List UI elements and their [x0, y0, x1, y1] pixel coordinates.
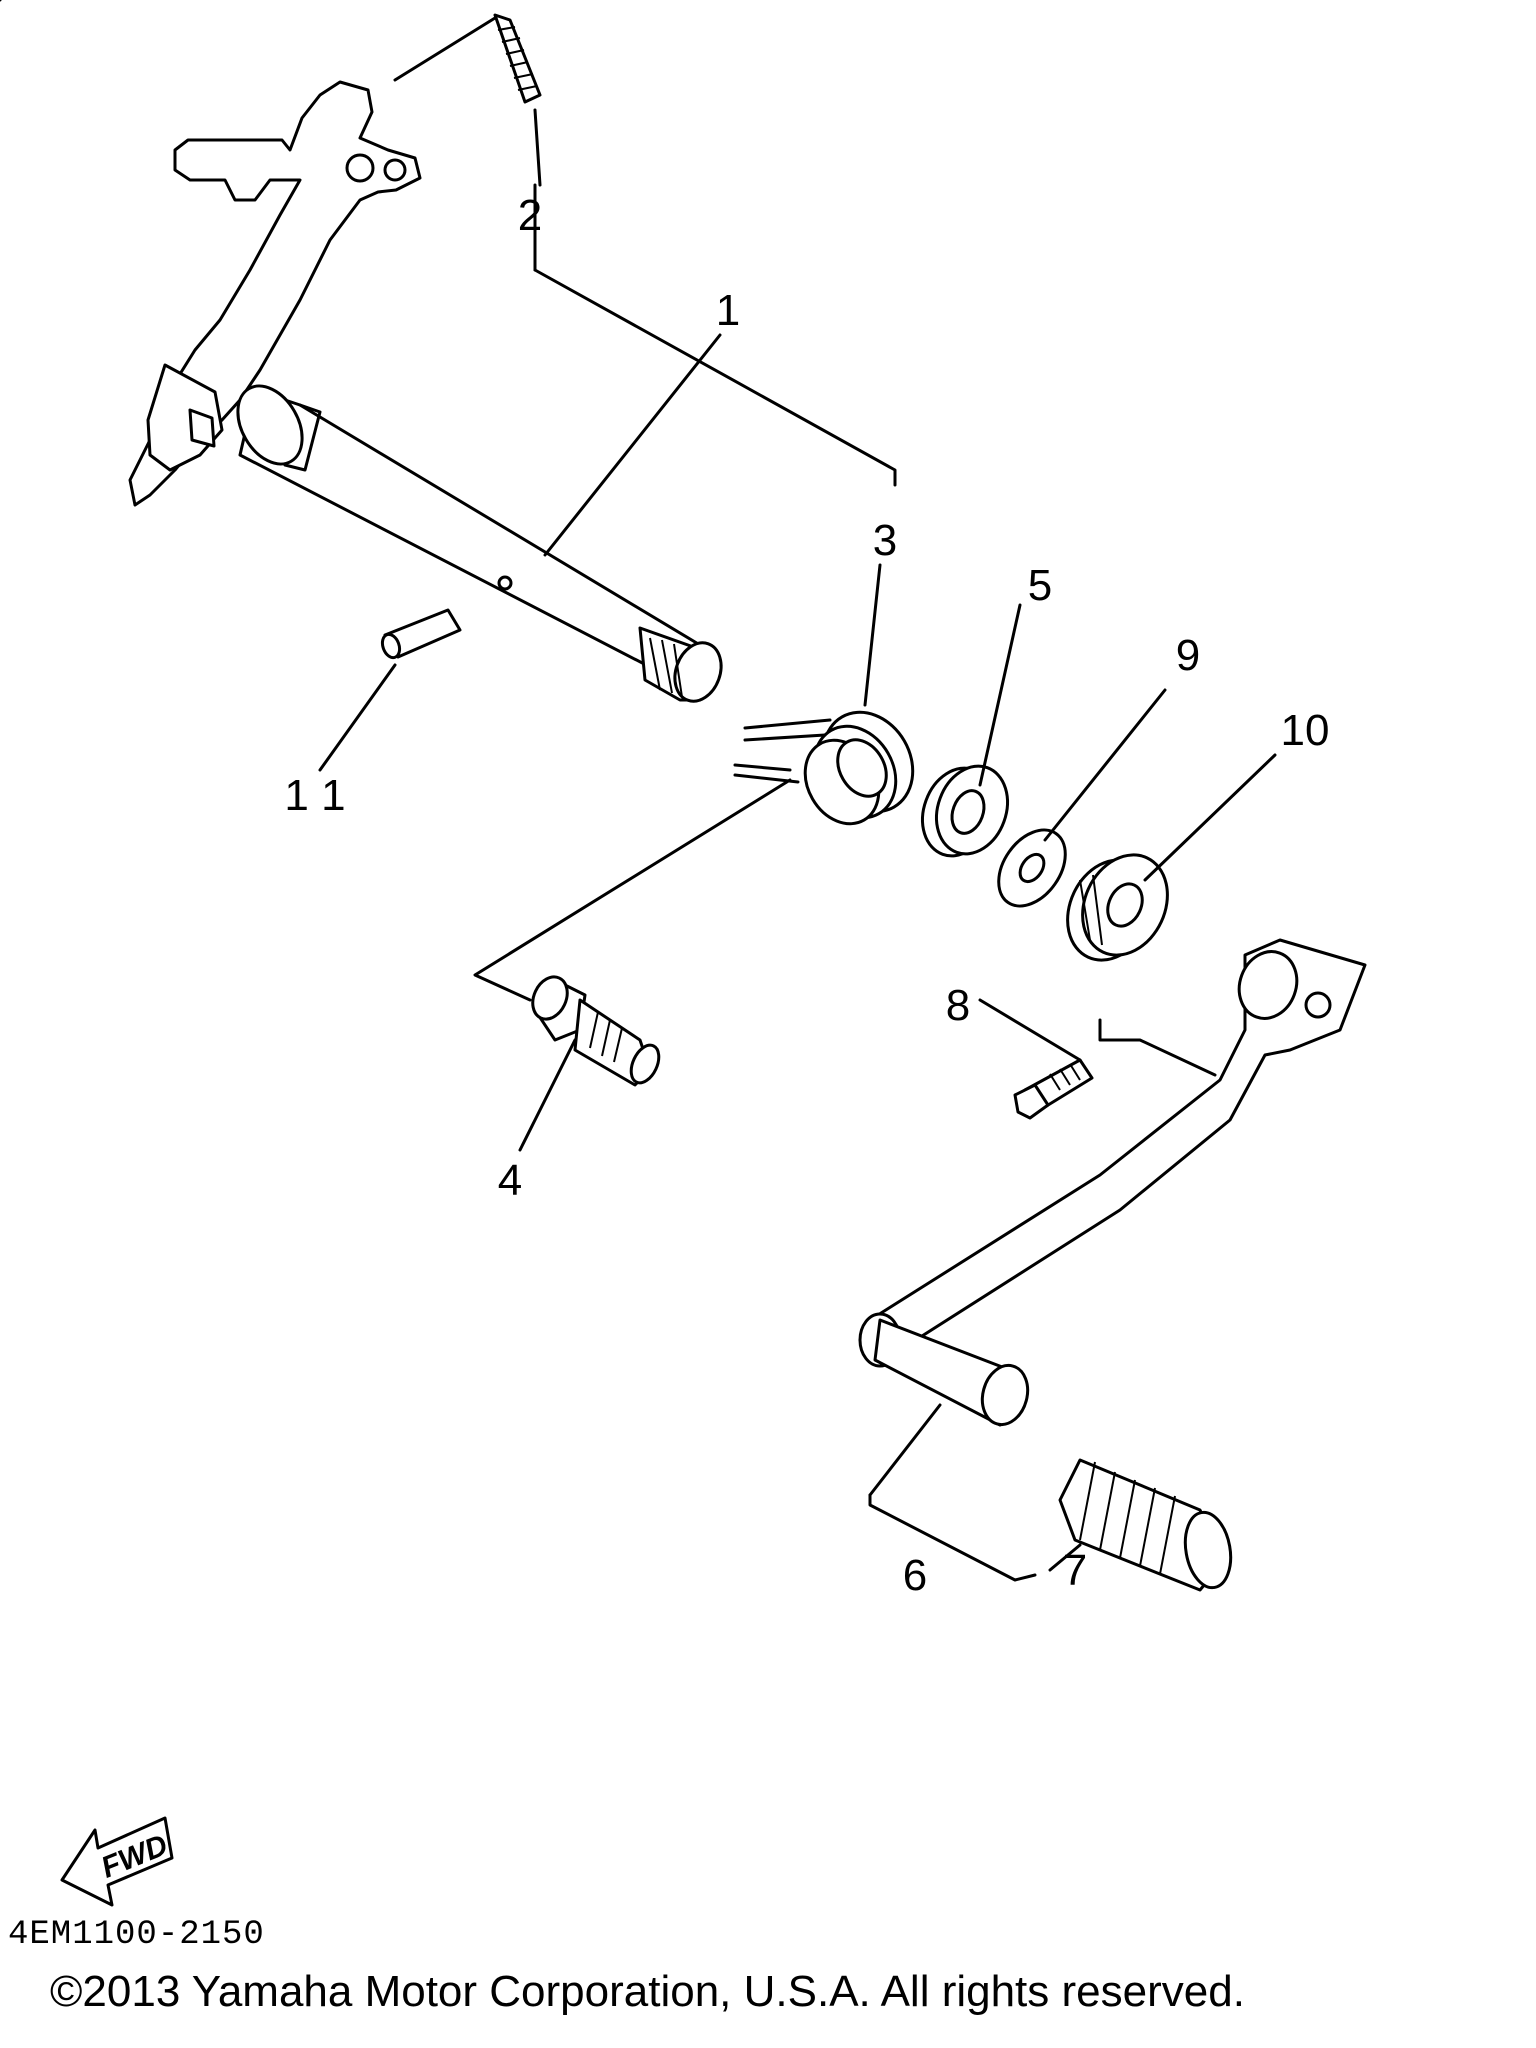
callout-labels: 1 2 3 4 5 6 7 8 9 10 1 1	[284, 191, 1329, 1600]
callout-2: 2	[518, 191, 542, 240]
callout-9: 9	[1176, 631, 1200, 680]
drawing-code: 4EM1100-2150	[8, 1916, 265, 1954]
callout-4: 4	[498, 1156, 522, 1205]
collar-part	[921, 764, 1009, 858]
dowel-pin-part	[380, 608, 462, 660]
callout-8: 8	[946, 981, 970, 1030]
callout-1: 1	[716, 286, 740, 335]
callout-5: 5	[1028, 561, 1052, 610]
callout-7: 7	[1063, 1546, 1087, 1595]
shift-shaft-part	[128, 80, 723, 703]
pinch-bolt-part	[1013, 1058, 1094, 1120]
return-spring-part	[0, 0, 542, 187]
pedal-rubber-part	[1058, 1458, 1233, 1592]
leader-lines	[318, 183, 1277, 1582]
stopper-bolt-part	[531, 975, 661, 1087]
washer-part	[997, 828, 1067, 908]
fwd-arrow-icon: FWD	[60, 1816, 174, 1907]
callout-3: 3	[873, 516, 897, 565]
callout-10: 10	[1281, 706, 1330, 755]
callout-11: 1 1	[284, 771, 345, 820]
copyright-notice: ©2013 Yamaha Motor Corporation, U.S.A. A…	[50, 1967, 1245, 2016]
callout-6: 6	[903, 1551, 927, 1600]
torsion-spring-part	[733, 710, 915, 826]
shift-pedal-part	[858, 938, 1367, 1427]
